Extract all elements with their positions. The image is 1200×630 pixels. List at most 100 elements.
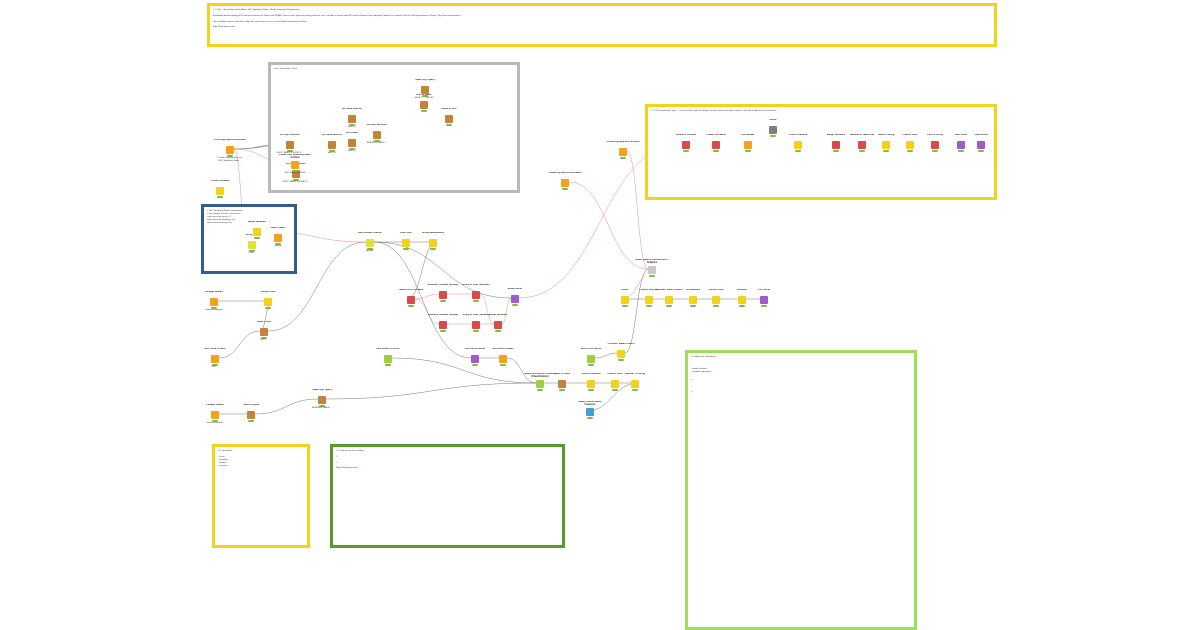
node-icon[interactable] — [439, 321, 447, 329]
node-icon[interactable] — [286, 141, 294, 149]
node-concatenate[interactable]: Concatenate — [676, 289, 710, 311]
node-icon[interactable] — [744, 141, 752, 149]
node-binary-classification-inspector[interactable]: Binary Classification Inspector — [573, 401, 607, 423]
node-rename[interactable]: Rename — [725, 289, 759, 311]
node-icon[interactable] — [274, 234, 282, 242]
node-icon[interactable] — [631, 380, 639, 388]
node-icon[interactable] — [738, 296, 746, 304]
node-column-rename[interactable]: Column Rename — [574, 373, 608, 395]
node-icon[interactable] — [794, 141, 802, 149]
node-icon[interactable] — [558, 380, 566, 388]
node-icon[interactable] — [621, 296, 629, 304]
node-icon[interactable] — [882, 141, 890, 149]
node-icon[interactable] — [445, 115, 453, 123]
node-column-filter[interactable]: Column Filter — [893, 134, 927, 156]
node-icon[interactable] — [617, 350, 625, 358]
node-column-rename[interactable]: Column Rename — [781, 134, 815, 156]
node-icon[interactable] — [471, 355, 479, 363]
node-java-edit-variable[interactable]: Java Edit Variable — [669, 134, 703, 156]
node-table-writer[interactable]: Table Writer — [964, 134, 998, 156]
node-icon[interactable] — [832, 141, 840, 149]
node-icon[interactable] — [226, 146, 234, 154]
node-icon[interactable] — [977, 141, 985, 149]
node-table-row-to-variable[interactable]: Table Row to Variable — [394, 289, 428, 311]
node-icon[interactable] — [682, 141, 690, 149]
annotation-right[interactable]: ### The "production" part: ... save the … — [645, 104, 997, 200]
node-csv-writer[interactable]: CSV Writer — [747, 289, 781, 311]
node-icon[interactable] — [248, 241, 256, 249]
node-cache[interactable]: Cache — [756, 119, 790, 141]
node-icon[interactable] — [665, 296, 673, 304]
node-icon[interactable] — [536, 380, 544, 388]
node-icon[interactable] — [253, 228, 261, 236]
node-number-to-string[interactable]: Number To String — [618, 373, 652, 395]
node-path-writer[interactable]: Path Writer — [944, 134, 978, 156]
node-string-manipulation[interactable]: String Manipulation — [416, 232, 450, 254]
annotation-gray[interactable]: Use Local Spark + Hive — [268, 62, 520, 193]
node-icon[interactable] — [906, 141, 914, 149]
node-icon[interactable] — [931, 141, 939, 149]
node-string-to-path-variable[interactable]: String to Path (Variable) — [459, 314, 493, 336]
node-icon[interactable] — [402, 239, 410, 247]
node-java-edit-variable-simple[interactable]: Java Edit Variable (simple) — [426, 314, 460, 336]
node-icon[interactable] — [957, 141, 965, 149]
node-icon[interactable] — [712, 296, 720, 304]
node-icon[interactable] — [366, 239, 374, 247]
node-create-big-data-environment[interactable]: Create Big Data Environment — [606, 141, 640, 163]
node-icon[interactable] — [499, 355, 507, 363]
node-icon[interactable] — [689, 296, 697, 304]
node-icon[interactable] — [511, 295, 519, 303]
annotation-lime[interactable]: ### About the evaluation ... ... - model… — [685, 350, 917, 630]
node-icon[interactable] — [648, 266, 656, 274]
node-icon[interactable] — [494, 321, 502, 329]
node-icon[interactable] — [561, 179, 569, 187]
node-icon[interactable] — [348, 139, 356, 147]
node-icon[interactable] — [587, 380, 595, 388]
node-icon[interactable] — [291, 161, 299, 169]
node-icon[interactable] — [247, 411, 255, 419]
node-java-edit-variable-simple[interactable]: Java Edit Variable (simple) — [426, 284, 460, 306]
node-icon[interactable] — [611, 380, 619, 388]
node-icon[interactable] — [472, 291, 480, 299]
node-icon[interactable] — [420, 101, 428, 109]
node-icon[interactable] — [211, 355, 219, 363]
node-variable-to-table-row[interactable]: Variable to Table Row — [845, 134, 879, 156]
node-column-resorter[interactable]: Column Resorter — [632, 289, 666, 311]
node-create-file-name[interactable]: Create File Name — [699, 134, 733, 156]
node-icon[interactable] — [407, 296, 415, 304]
node-model-writer[interactable]: Model Writer — [498, 288, 532, 310]
node-column-rename[interactable]: Column Rename — [203, 180, 237, 202]
node-merge-variables[interactable]: Merge Variables — [481, 314, 515, 336]
node-h2o-mojo-reader[interactable]: H2O MOJO Reader — [486, 348, 520, 370]
node-icon[interactable] — [586, 408, 594, 416]
node-table-to-spark[interactable]: Table to Spark — [234, 404, 268, 426]
node-spark-h2o-mojo-predictor-classification[interactable]: Spark H2O MOJO Predictor (Classification… — [523, 373, 557, 395]
node-icon[interactable] — [439, 291, 447, 299]
node-column-filter[interactable]: Column Filter — [598, 373, 632, 395]
node-icon[interactable] — [318, 396, 326, 404]
node-h2o-mojo-writer[interactable]: H2O MOJO Writer — [458, 348, 492, 370]
node-icon[interactable] — [210, 298, 218, 306]
node-file-reader[interactable]: File Reader — [731, 134, 765, 156]
node-joiner[interactable]: Joiner — [608, 289, 642, 311]
node-icon[interactable] — [712, 141, 720, 149]
node-icon[interactable] — [384, 355, 392, 363]
annotation-bottom-mid[interactable]: ### How to run this workflow ... # ... #… — [330, 444, 565, 548]
node-model-quality-classification-graphics[interactable]: Model Quality Classification - Graphics — [635, 259, 669, 281]
node-icon[interactable] — [769, 126, 777, 134]
node-h2o-model-to-mojo[interactable]: H2O Model to MOJO — [371, 348, 405, 370]
node-icon[interactable] — [587, 355, 595, 363]
node-column-filter[interactable]: Column Filter — [251, 291, 285, 313]
node-icon[interactable] — [216, 187, 224, 195]
node-icon[interactable] — [373, 131, 381, 139]
